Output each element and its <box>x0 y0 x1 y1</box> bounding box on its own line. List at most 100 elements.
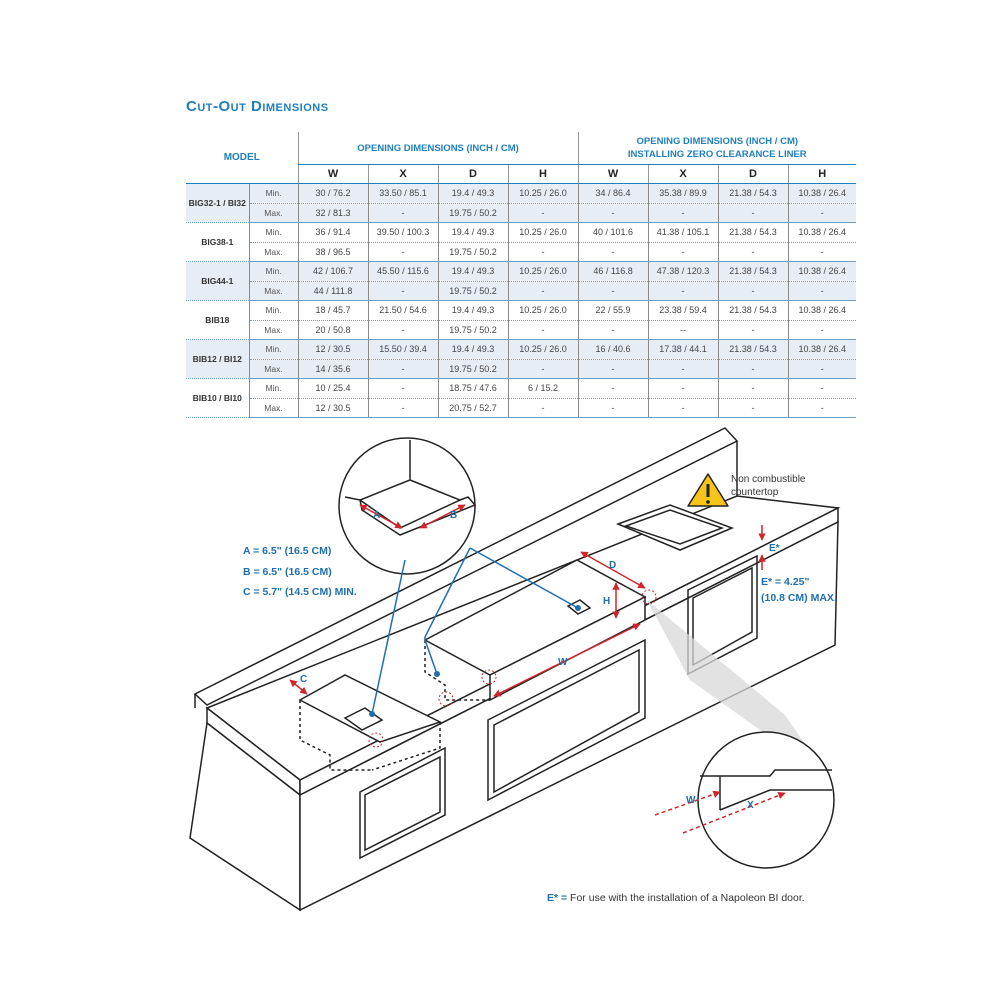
dimension-cell: 47.38 / 120.3 <box>647 261 719 282</box>
dimension-cell: - <box>577 242 649 262</box>
dimension-cell: 21.50 / 54.6 <box>367 300 439 321</box>
dimension-cell: - <box>787 320 857 340</box>
dimension-cell: 10.38 / 26.4 <box>787 261 857 282</box>
dimension-cell: - <box>787 378 857 399</box>
dimension-cell: - <box>717 242 789 262</box>
dimension-cell: 41.38 / 105.1 <box>647 222 719 243</box>
min-max-label: Max. <box>248 320 299 340</box>
dimension-cell: 19.75 / 50.2 <box>437 320 509 340</box>
table-row: Max.44 / 111.8-19.75 / 50.2----- <box>186 281 857 301</box>
dimension-cell: 19.75 / 50.2 <box>437 203 509 223</box>
dimension-a-arrow <box>359 504 403 529</box>
dimension-cell: - <box>577 359 649 379</box>
column-header-d: D <box>437 164 509 184</box>
dimension-x-detail-arrow <box>682 791 786 834</box>
label-c: C <box>300 674 308 685</box>
dimension-cell: 17.38 / 44.1 <box>647 339 719 360</box>
dimension-cell: 22 / 55.9 <box>577 300 649 321</box>
dimension-cell: - <box>787 203 857 223</box>
table-row: Max.38 / 96.5-19.75 / 50.2----- <box>186 242 857 262</box>
column-header-x: X <box>367 164 439 184</box>
model-name-cell: BIG44-1 <box>186 261 249 301</box>
zero-clearance-header-line1: OPENING DIMENSIONS (INCH / CM) <box>636 136 799 147</box>
dimension-cell: - <box>507 359 579 379</box>
min-max-label: Min. <box>248 378 299 399</box>
cutout-dimensions-table: MODEL OPENING DIMENSIONS (INCH / CM) OPE… <box>186 132 857 418</box>
dimension-cell: 6 / 15.2 <box>507 378 579 399</box>
dimension-cell: 42 / 106.7 <box>297 261 369 282</box>
column-header-x-liner: X <box>647 164 719 184</box>
dimension-cell: 21.38 / 54.3 <box>717 261 789 282</box>
dimension-cell: 10.25 / 26.0 <box>507 183 579 204</box>
leader-dot-grill <box>434 671 440 677</box>
dimension-cell: - <box>787 359 857 379</box>
dimension-cell: - <box>717 398 789 418</box>
min-max-label: Min. <box>248 222 299 243</box>
dimension-cell: 19.75 / 50.2 <box>437 242 509 262</box>
dimension-cell: - <box>717 359 789 379</box>
dimension-cell: 21.38 / 54.3 <box>717 222 789 243</box>
grill-dashed-profile <box>424 640 490 701</box>
dimension-cell: 21.38 / 54.3 <box>717 183 789 204</box>
model-name-cell: BIG32-1 / BI32 <box>186 183 249 223</box>
dimension-cell: - <box>507 242 579 262</box>
dimension-cell: 19.4 / 49.3 <box>437 300 509 321</box>
column-header-w: W <box>297 164 369 184</box>
column-header-h-liner: H <box>787 164 857 184</box>
zoom-top-edge <box>344 496 477 536</box>
dimension-c-arrow <box>289 679 308 695</box>
dimension-cell: - <box>507 203 579 223</box>
min-max-label: Max. <box>248 242 299 262</box>
dimension-cell: 18.75 / 47.6 <box>437 378 509 399</box>
column-header-w-liner: W <box>577 164 649 184</box>
dimension-cell: 19.4 / 49.3 <box>437 183 509 204</box>
dimension-cell: 20 / 50.8 <box>297 320 369 340</box>
dimension-cell: - <box>717 378 789 399</box>
sink-basin <box>623 509 725 545</box>
callout-e-line2: (10.8 CM) MAX. <box>761 592 837 604</box>
dimension-cell: 12 / 30.5 <box>297 398 369 418</box>
dimension-cell: 39.50 / 100.3 <box>367 222 439 243</box>
leader-lines <box>371 547 579 715</box>
zoom-detail-top <box>338 437 477 575</box>
dimension-cell: 32 / 81.3 <box>297 203 369 223</box>
leader-dot-burner <box>369 711 375 717</box>
left-door-panel-inner <box>364 755 441 852</box>
warning-note-line2: countertop <box>731 487 779 498</box>
dimension-cell: 10.38 / 26.4 <box>787 222 857 243</box>
dimension-cell: 34 / 86.4 <box>577 183 649 204</box>
label-w: W <box>558 657 568 668</box>
burner-dashed-front <box>371 722 441 771</box>
dimension-cell: 23.38 / 59.4 <box>647 300 719 321</box>
dimension-cell: 16 / 40.6 <box>577 339 649 360</box>
model-column-header: MODEL <box>186 132 299 184</box>
dimension-cell: 20.75 / 52.7 <box>437 398 509 418</box>
zoom-detail-bottom <box>697 731 835 869</box>
label-e: E* <box>769 543 780 554</box>
dimension-cell: 46 / 116.8 <box>577 261 649 282</box>
dimension-cell: 10.25 / 26.0 <box>507 339 579 360</box>
dimension-cell: - <box>787 281 857 301</box>
footnote: E* = For use with the installation of a … <box>547 892 805 904</box>
min-max-label: Min. <box>248 183 299 204</box>
dimension-cell: - <box>577 203 649 223</box>
zero-clearance-header: OPENING DIMENSIONS (INCH / CM) INSTALLIN… <box>577 132 857 165</box>
min-max-label: Max. <box>248 398 299 418</box>
leader-grill-corner <box>469 547 579 609</box>
table-row: Max.20 / 50.8-19.75 / 50.2------ <box>186 320 857 340</box>
table-row: Max.14 / 35.6-19.75 / 50.2----- <box>186 359 857 379</box>
dimension-cell: - <box>577 378 649 399</box>
label-a: A <box>373 510 381 521</box>
detail-marker-grill-left <box>438 691 454 707</box>
page-title: Cut-Out Dimensions <box>186 98 329 115</box>
dimension-cell: - <box>787 398 857 418</box>
callout-a: A = 6.5" (16.5 CM) <box>243 545 332 557</box>
zero-clearance-header-line2: INSTALLING ZERO CLEARANCE LINER <box>627 149 807 160</box>
dimension-cell: - <box>507 320 579 340</box>
label-x-detail: X <box>747 800 754 811</box>
door-panels <box>359 554 758 860</box>
